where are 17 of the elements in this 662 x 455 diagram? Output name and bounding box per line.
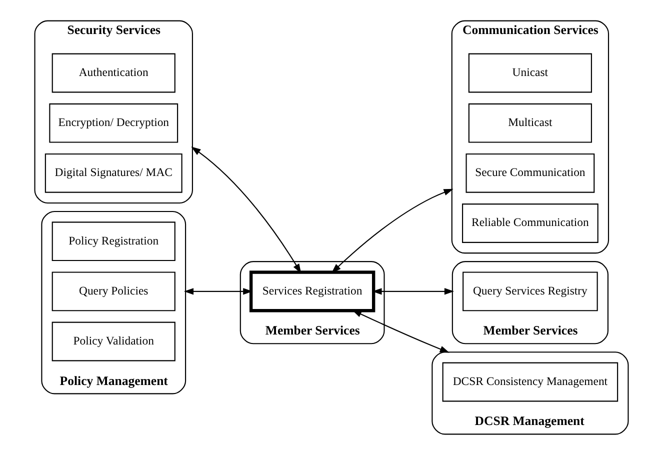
node-box: Unicast	[468, 53, 592, 93]
node-box: DCSR Consistency Management	[442, 362, 618, 402]
node-box: Encryption/ Decryption	[48, 103, 178, 143]
node-box: Policy Registration	[51, 222, 175, 262]
arrow	[352, 310, 449, 353]
node-box: Query Services Registry	[462, 272, 598, 312]
arrow	[183, 288, 252, 295]
arrow	[330, 188, 453, 274]
node-box: Query Policies	[51, 272, 175, 312]
node-box: Policy Validation	[51, 322, 175, 362]
node-box: Multicast	[468, 103, 592, 143]
node-box: Reliable Communication	[462, 204, 598, 243]
node-box: Authentication	[51, 53, 175, 93]
node-box: Secure Communication	[465, 153, 594, 193]
arrow	[190, 146, 301, 274]
node-box: Digital Signatures/ MAC	[44, 153, 182, 193]
node-box: Services Registration	[248, 270, 375, 312]
